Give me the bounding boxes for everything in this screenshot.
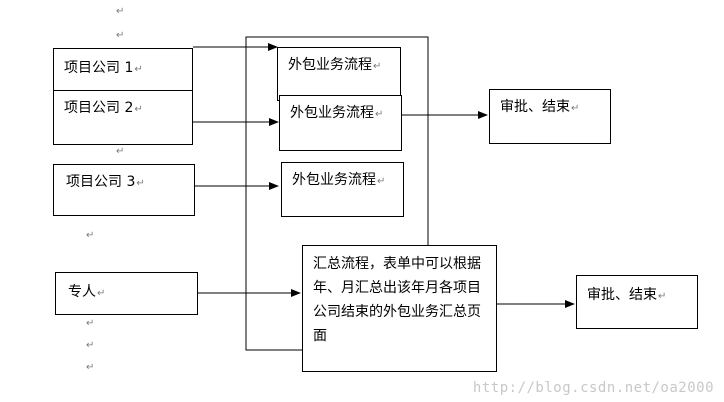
paragraph-mark: ↵ [377, 176, 386, 187]
paragraph-mark: ↵ [116, 30, 125, 41]
paragraph-mark: ↵ [116, 6, 125, 17]
company-box-1: 项目公司 1↵ [53, 48, 193, 91]
process-label: 外包业务流程 [290, 105, 374, 121]
specialist-label: 专人 [68, 284, 96, 300]
paragraph-mark: ↵ [658, 291, 667, 302]
company-box-3: 项目公司 3↵ [53, 164, 195, 216]
company-label: 项目公司 1 [64, 60, 134, 76]
specialist-box: 专人↵ [55, 272, 198, 315]
approval-box-2: 审批、结束↵ [576, 275, 698, 329]
company-label: 项目公司 3 [66, 174, 136, 190]
company-label: 项目公司 2 [64, 100, 134, 116]
paragraph-mark: ↵ [86, 362, 95, 373]
approval-label: 审批、结束 [587, 287, 657, 303]
approval-box-1: 审批、结束↵ [489, 89, 611, 144]
paragraph-mark: ↵ [375, 109, 384, 120]
process-label: 外包业务流程 [292, 172, 376, 188]
company-box-2: 项目公司 2↵ [53, 90, 193, 145]
paragraph-mark: ↵ [86, 230, 95, 241]
paragraph-mark: ↵ [134, 64, 143, 75]
process-box-3: 外包业务流程↵ [281, 162, 404, 217]
paragraph-mark: ↵ [136, 178, 145, 189]
watermark: http://blog.csdn.net/oa2000 [472, 380, 714, 396]
paragraph-mark: ↵ [86, 340, 95, 351]
paragraph-mark: ↵ [134, 104, 143, 115]
process-label: 外包业务流程 [288, 57, 372, 73]
process-box-1: 外包业务流程↵ [277, 47, 401, 101]
paragraph-mark: ↵ [86, 318, 95, 329]
paragraph-mark: ↵ [97, 288, 106, 299]
paragraph-mark: ↵ [571, 103, 580, 114]
paragraph-mark: ↵ [116, 146, 125, 157]
summary-box: 汇总流程，表单中可以根据年、月汇总出该年月各项目公司结束的外包业务汇总页面 [302, 245, 497, 372]
process-box-2: 外包业务流程↵ [279, 95, 402, 151]
paragraph-mark: ↵ [373, 61, 382, 72]
approval-label: 审批、结束 [500, 99, 570, 115]
summary-label: 汇总流程，表单中可以根据年、月汇总出该年月各项目公司结束的外包业务汇总页面 [313, 256, 481, 344]
